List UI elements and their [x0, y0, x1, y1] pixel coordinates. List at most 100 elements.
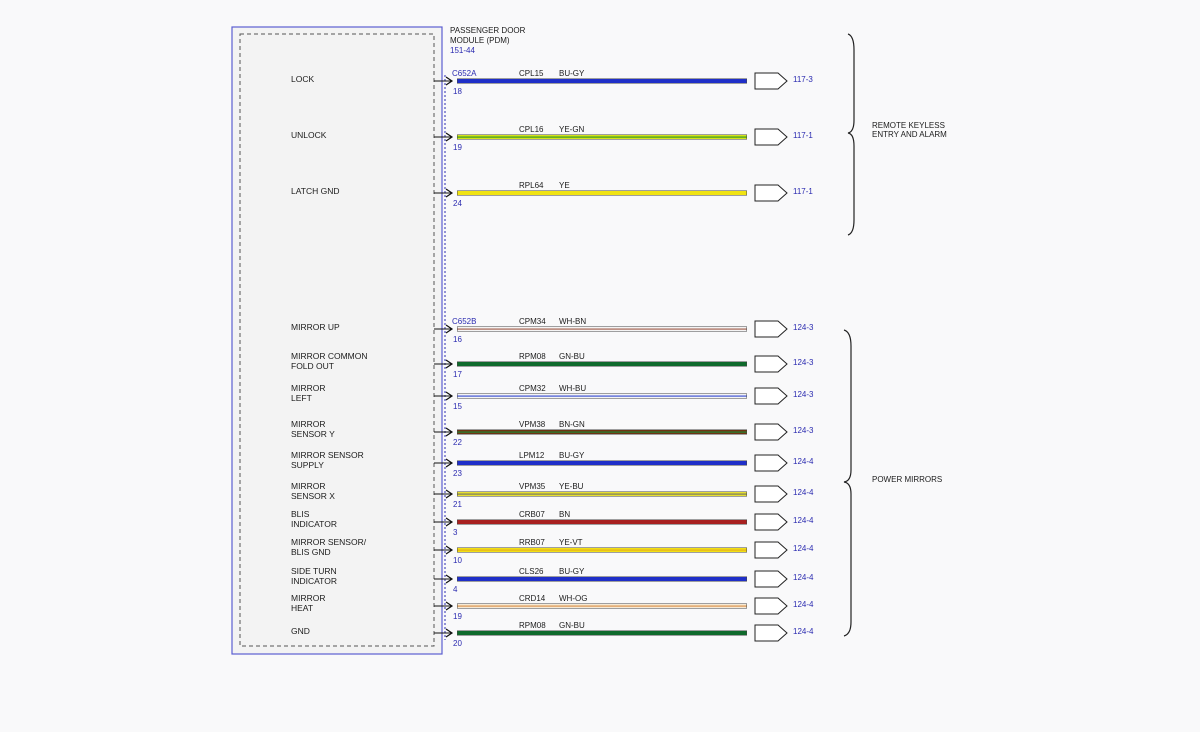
signal-label-line1: MIRROR UP	[291, 322, 340, 332]
destination-connector-icon[interactable]	[754, 184, 788, 202]
circuit-id: CPL15	[519, 69, 544, 78]
destination-connector-icon[interactable]	[754, 454, 788, 472]
destination-ref-link[interactable]: 124-4	[793, 488, 814, 497]
destination-ref-link[interactable]: 124-4	[793, 544, 814, 553]
pin-number: 16	[453, 335, 462, 344]
wire-color-code: BN-GN	[559, 420, 585, 429]
pin-number: 3	[453, 528, 458, 537]
group-remote-keyless-line2: ENTRY AND ALARM	[872, 130, 947, 139]
pin-number: 15	[453, 402, 462, 411]
signal-label-line1: MIRROR SENSOR/	[291, 537, 367, 547]
signal-label-line1: MIRROR SENSOR	[291, 450, 364, 460]
circuit-id: LPM12	[519, 451, 545, 460]
wire-row: LOCK 18 CPL15 BU-GY 117-3	[291, 69, 813, 96]
signal-label-line1: MIRROR COMMON	[291, 351, 368, 361]
circuit-id: CPM32	[519, 384, 546, 393]
destination-connector-icon[interactable]	[754, 485, 788, 503]
pin-number: 24	[453, 199, 462, 208]
pin-arrow-icon	[445, 517, 454, 527]
destination-connector-icon[interactable]	[754, 128, 788, 146]
connector-c652b: C652B	[452, 317, 476, 326]
module-name-line2: MODULE (PDM)	[450, 36, 510, 45]
wire-row: MIRROR UP 16 CPM34 WH-BN 124-3	[291, 317, 814, 344]
signal-label-line2: SUPPLY	[291, 460, 324, 470]
destination-ref-link[interactable]: 124-3	[793, 323, 814, 332]
destination-connector-icon[interactable]	[754, 597, 788, 615]
pin-arrow-icon	[445, 359, 454, 369]
wire-row: LATCH GND 24 RPL64 YE 117-1	[291, 181, 813, 208]
circuit-id: CPL16	[519, 125, 544, 134]
pin-arrow-icon	[445, 458, 454, 468]
pin-number: 18	[453, 87, 462, 96]
circuit-id: CLS26	[519, 567, 544, 576]
signal-label-line1: MIRROR	[291, 383, 325, 393]
signal-label-line1: MIRROR	[291, 593, 325, 603]
destination-ref-link[interactable]: 117-1	[793, 131, 813, 140]
signal-label-line1: SIDE TURN	[291, 566, 337, 576]
destination-ref-link[interactable]: 124-4	[793, 600, 814, 609]
pin-arrow-icon	[445, 391, 454, 401]
pin-number: 21	[453, 500, 462, 509]
pin-number: 4	[453, 585, 458, 594]
signal-label-line1: BLIS	[291, 509, 310, 519]
destination-connector-icon[interactable]	[754, 624, 788, 642]
wire-color-code: BU-GY	[559, 69, 585, 78]
circuit-id: CPM34	[519, 317, 546, 326]
destination-connector-icon[interactable]	[754, 541, 788, 559]
destination-ref-link[interactable]: 124-3	[793, 390, 814, 399]
wire-primary-color	[457, 577, 747, 581]
wire-primary-color	[457, 461, 747, 465]
destination-ref-link[interactable]: 124-3	[793, 358, 814, 367]
circuit-id: RPL64	[519, 181, 544, 190]
destination-ref-link[interactable]: 117-1	[793, 187, 813, 196]
destination-ref-link[interactable]: 124-4	[793, 516, 814, 525]
destination-ref-link[interactable]: 124-3	[793, 426, 814, 435]
destination-ref-link[interactable]: 124-4	[793, 457, 814, 466]
circuit-id: RPM08	[519, 352, 546, 361]
pin-arrow-icon	[445, 574, 454, 584]
signal-label-line1: LATCH GND	[291, 186, 340, 196]
module-outline	[231, 26, 443, 655]
destination-connector-icon[interactable]	[754, 513, 788, 531]
destination-connector-icon[interactable]	[754, 320, 788, 338]
wire-color-code: YE-BU	[559, 482, 584, 491]
wire-color-code: BU-GY	[559, 451, 585, 460]
signal-label-line2: SENSOR X	[291, 491, 335, 501]
module-inner-dashed-border	[239, 33, 435, 647]
wire-stripe-color	[457, 395, 747, 397]
wire-stripe-color	[457, 328, 747, 330]
pin-arrow-icon	[445, 132, 454, 142]
destination-ref-link[interactable]: 124-4	[793, 573, 814, 582]
destination-connector-icon[interactable]	[754, 387, 788, 405]
wire-color-code: YE	[559, 181, 570, 190]
wire-stripe-color	[457, 549, 747, 551]
signal-label-line2: SENSOR Y	[291, 429, 335, 439]
signal-label-line1: MIRROR	[291, 419, 325, 429]
destination-connector-icon[interactable]	[754, 423, 788, 441]
destination-connector-icon[interactable]	[754, 355, 788, 373]
signal-label-line2: LEFT	[291, 393, 312, 403]
signal-label-line1: LOCK	[291, 74, 314, 84]
pin-number: 23	[453, 469, 462, 478]
circuit-id: VPM35	[519, 482, 546, 491]
pin-arrow-icon	[445, 76, 454, 86]
pin-number: 19	[453, 143, 462, 152]
destination-connector-icon[interactable]	[754, 72, 788, 90]
signal-label-line2: INDICATOR	[291, 519, 337, 529]
signal-label-line1: MIRROR	[291, 481, 325, 491]
destination-ref-link[interactable]: 117-3	[793, 75, 813, 84]
wire-color-code: BU-GY	[559, 567, 585, 576]
pin-arrow-icon	[445, 188, 454, 198]
destination-ref-link[interactable]: 124-4	[793, 627, 814, 636]
module-name-line1: PASSENGER DOOR	[450, 26, 526, 35]
destination-connector-icon[interactable]	[754, 570, 788, 588]
wire-color-code: WH-BN	[559, 317, 586, 326]
